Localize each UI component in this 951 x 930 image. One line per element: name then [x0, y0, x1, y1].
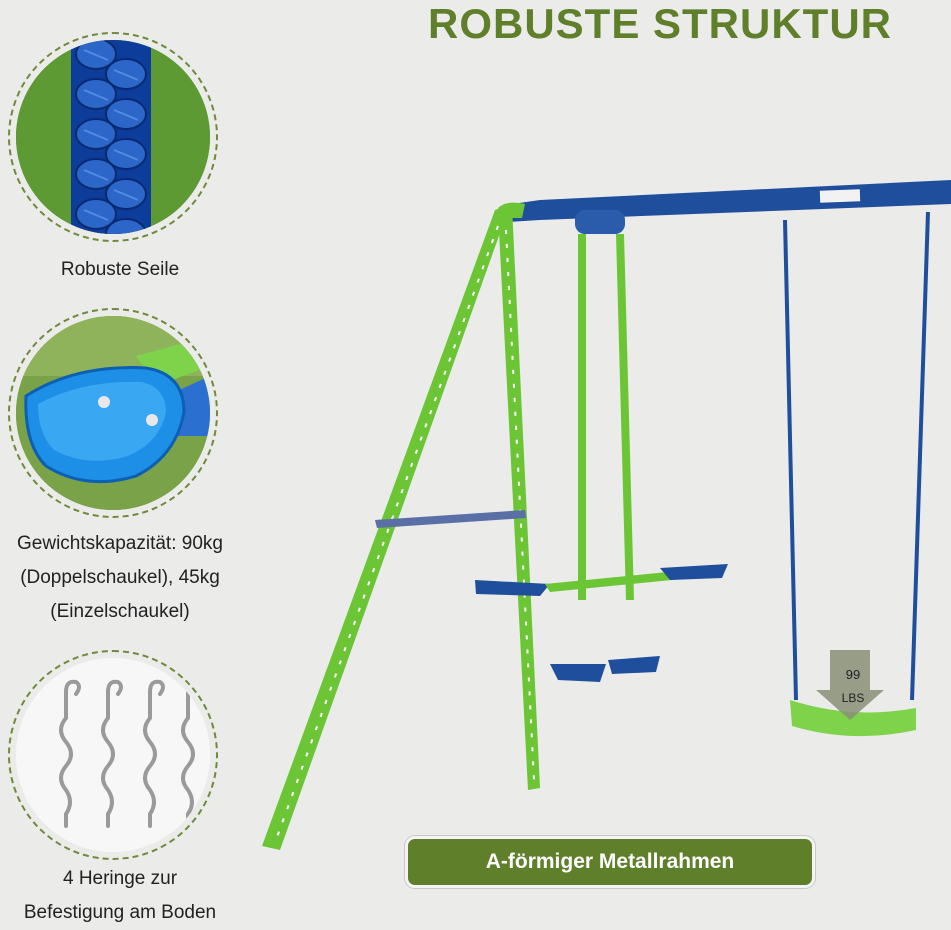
seat-photo-frame: [8, 308, 218, 518]
weight-value-label: 99: [845, 667, 861, 682]
feature-caption-stakes-line-1: 4 Heringe zur: [62, 868, 178, 889]
seesaw-seat-icon: [16, 316, 210, 510]
swing-set-illustration: [262, 180, 951, 850]
ground-stakes-icon: [16, 658, 210, 852]
rope-photo-frame: [8, 32, 218, 242]
feature-caption-rope: Robuste Seile: [60, 259, 180, 280]
feature-caption-seat-line-3: (Einzelschaukel): [50, 601, 190, 622]
feature-caption-seat-line-1: Gewichtskapazität: 90kg: [17, 533, 223, 554]
braided-rope-icon: [16, 40, 210, 234]
stakes-photo-frame: [8, 650, 218, 860]
feature-caption-seat-line-2: (Doppelschaukel), 45kg: [20, 567, 220, 588]
feature-caption-stakes-line-2: Befestigung am Boden: [23, 902, 217, 923]
frame-badge: A-förmiger Metallrahmen: [405, 836, 815, 888]
weight-unit-label: LBS: [841, 691, 865, 705]
page-title: ROBUSTE STRUKTUR: [428, 0, 892, 47]
